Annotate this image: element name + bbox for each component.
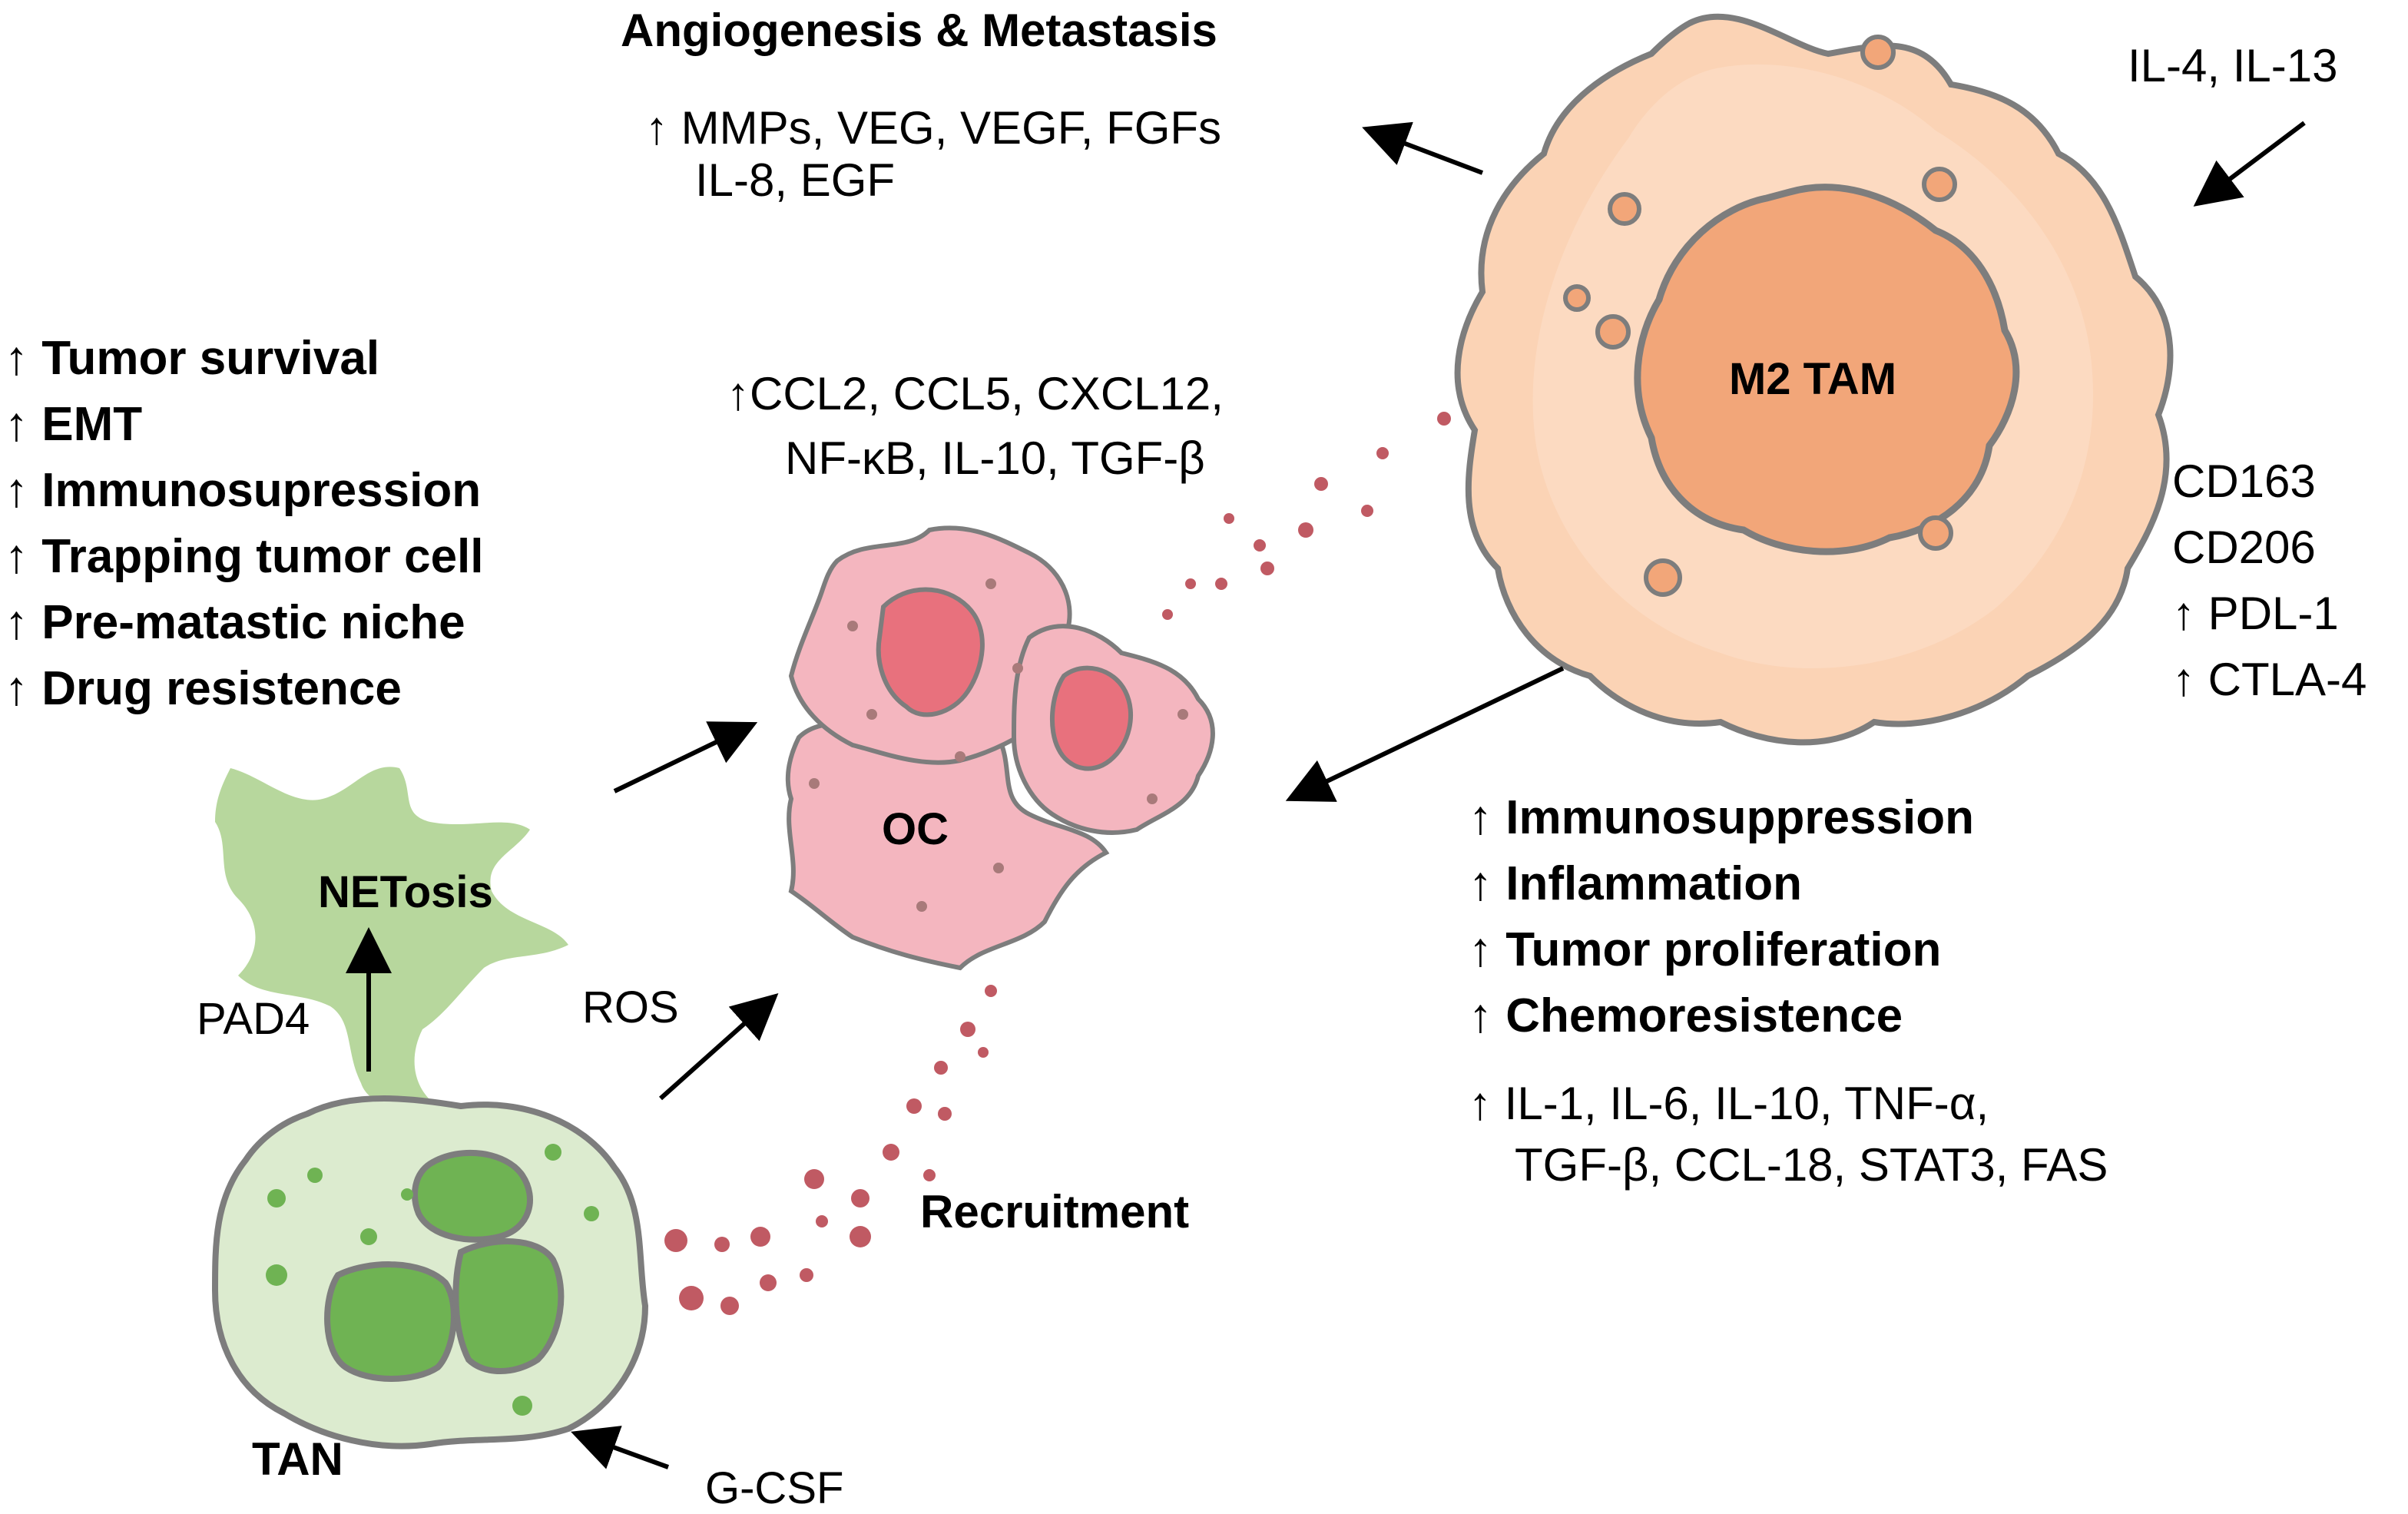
tam-effect: ↑ Tumor proliferation (1469, 923, 1942, 976)
recruitment-label: Recruitment (920, 1186, 1190, 1237)
angiogenesis-factors: ↑ MMPs, VEG, VEGF, FGFs IL-8, EGF (645, 95, 1221, 214)
oc-label: OC (882, 804, 949, 854)
angio-factor-line: IL-8, EGF (695, 154, 896, 206)
tam-vesicle (1563, 284, 1591, 312)
tam-effects-list: ↑ Immunosuppression ↑ Inflammation ↑ Tum… (1469, 785, 1974, 1049)
tam-signal-line: NF-κB, IL-10, TGF-β (785, 432, 1205, 484)
oc-nucleus-2 (1050, 665, 1133, 771)
pad4-label: PAD4 (197, 994, 310, 1044)
tam-signal-dots (1162, 412, 1451, 620)
m2-tam-cell (1454, 13, 2174, 746)
tam-vesicle (1860, 35, 1896, 70)
tan-effects-list: ↑ Tumor survival ↑ EMT ↑ Immunosupressio… (5, 326, 484, 722)
tan-nucleus-lobe-3 (452, 1238, 565, 1374)
tam-vesicle (1918, 515, 1953, 551)
arrow-netosis-to-oc (613, 721, 758, 793)
angiogenesis-title: Angiogenesis & Metastasis (621, 5, 1217, 56)
tam-marker: ↑ PDL-1 (2172, 588, 2339, 639)
tam-signal-line: ↑CCL2, CCL5, CXCL12, (727, 368, 1224, 419)
tam-cytokines: ↑ IL-1, IL-6, IL-10, TNF-α, TGF-β, CCL-1… (1469, 1071, 2108, 1198)
arrow-il4-to-tam (2193, 121, 2306, 207)
netosis-web (215, 767, 568, 1108)
tam-cytokine-line: ↑ IL-1, IL-6, IL-10, TNF-α, (1469, 1078, 1989, 1129)
tan-effect: ↑ EMT (5, 398, 143, 451)
arrow-ros-to-oc (659, 993, 779, 1101)
tan-nucleus-lobe-2 (324, 1261, 457, 1382)
tam-marker: CD206 (2172, 522, 2316, 573)
tan-effect: ↑ Immunosupression (5, 464, 482, 517)
gcsf-label: G-CSF (705, 1463, 844, 1513)
tam-marker: ↑ CTLA-4 (2172, 654, 2367, 705)
tan-effect: ↑ Pre-matastic niche (5, 596, 465, 649)
arrow-gcsf-to-tan (571, 1426, 670, 1469)
tam-nucleus (1634, 184, 2020, 555)
recruitment-dots (664, 985, 997, 1315)
tam-markers: CD163 CD206 ↑ PDL-1 ↑ CTLA-4 (2172, 449, 2367, 713)
tan-cell (211, 1095, 649, 1449)
netosis-label: NETosis (318, 867, 493, 917)
tan-effect: ↑ Drug resistence (5, 662, 402, 715)
arrow-tam-to-angiogenesis (1362, 121, 1484, 175)
tam-vesicle (1608, 192, 1641, 226)
tam-effect: ↑ Chemoresistence (1469, 989, 1903, 1042)
arrows (346, 121, 2306, 1469)
ros-label: ROS (582, 982, 679, 1032)
tam-cytokine-line: TGF-β, CCL-18, STAT3, FAS (1515, 1139, 2108, 1191)
tam-vesicle (1922, 167, 1957, 202)
tam-label: M2 TAM (1728, 354, 1897, 404)
oc-nucleus-1 (876, 587, 985, 717)
oc-cell-cluster (785, 525, 1215, 971)
arrow-tam-to-oc (1285, 666, 1565, 802)
tam-signal-list: ↑CCL2, CCL5, CXCL12, NF-κB, IL-10, TGF-β (727, 361, 1224, 492)
tam-effect: ↑ Inflammation (1469, 857, 1803, 910)
tan-nucleus-lobe-1 (412, 1149, 533, 1243)
tam-inducers: IL-4, IL-13 (2128, 40, 2338, 91)
tam-effect: ↑ Immunosuppression (1469, 791, 1974, 844)
tam-vesicle (1644, 558, 1682, 597)
angio-factor-line: ↑ MMPs, VEG, VEGF, FGFs (645, 102, 1222, 154)
tan-label: TAN (252, 1433, 343, 1485)
tam-vesicle (1595, 314, 1631, 350)
tan-effect: ↑ Trapping tumor cell (5, 530, 484, 583)
tam-marker: CD163 (2172, 456, 2316, 507)
tan-effect: ↑ Tumor survival (5, 332, 380, 385)
